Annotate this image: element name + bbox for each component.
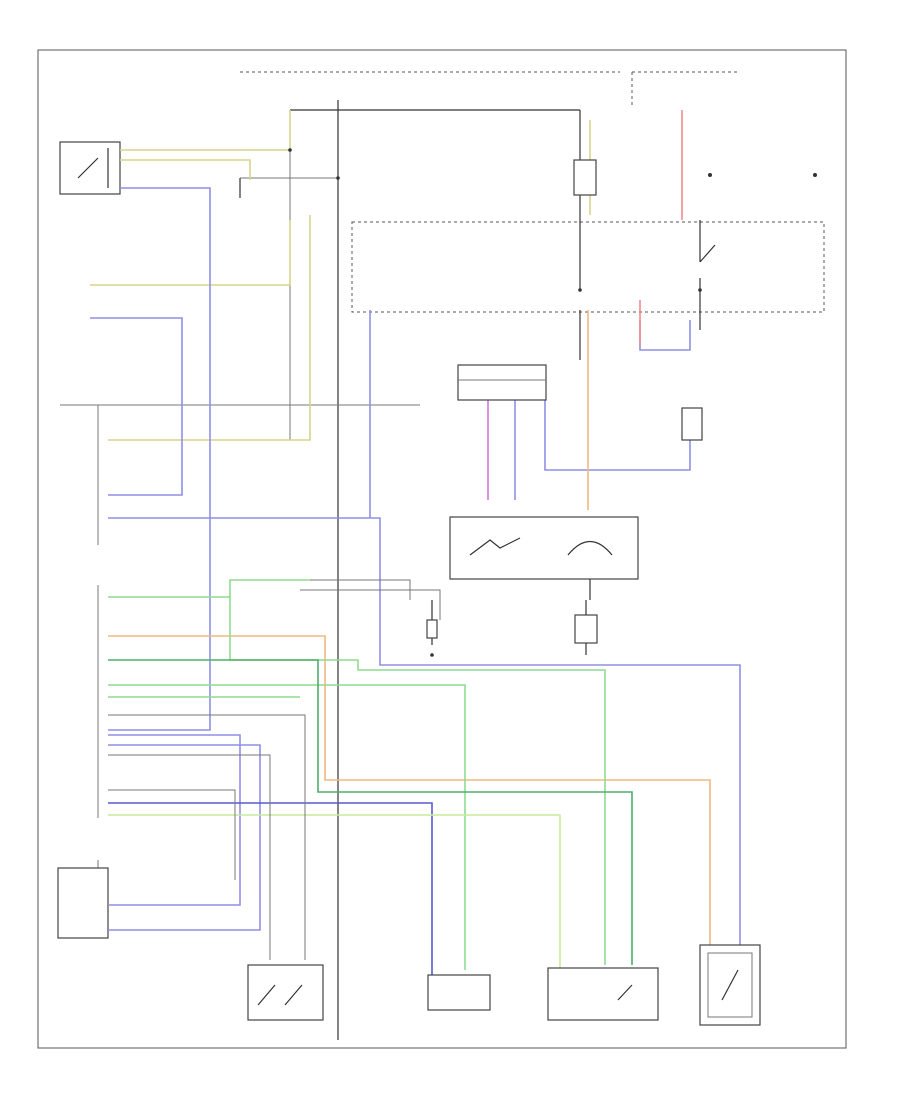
diagram-border <box>37 49 847 1049</box>
bottom-right-switch <box>699 944 761 1026</box>
red-wires <box>639 110 683 345</box>
fuse-relay-block <box>240 71 740 108</box>
bottom-magnetic-clutch <box>547 967 659 1021</box>
center-relay <box>574 600 598 655</box>
pressure-switch <box>457 364 547 401</box>
relay-block-box <box>351 221 825 313</box>
relay-switch <box>699 220 716 330</box>
center-fuse <box>426 600 438 645</box>
orange-wires <box>108 310 711 945</box>
top-right-relay <box>573 159 703 441</box>
combination-meter <box>59 141 121 195</box>
green-wires <box>108 579 633 970</box>
ecu-connector-column <box>57 404 420 939</box>
gray-wires <box>108 579 441 960</box>
blower-motor-unit <box>449 516 639 600</box>
bottom-center-sensor <box>427 974 491 1011</box>
bottom-left-switch <box>247 964 324 1021</box>
blue-wires <box>90 187 741 975</box>
splice-dots <box>288 148 817 657</box>
